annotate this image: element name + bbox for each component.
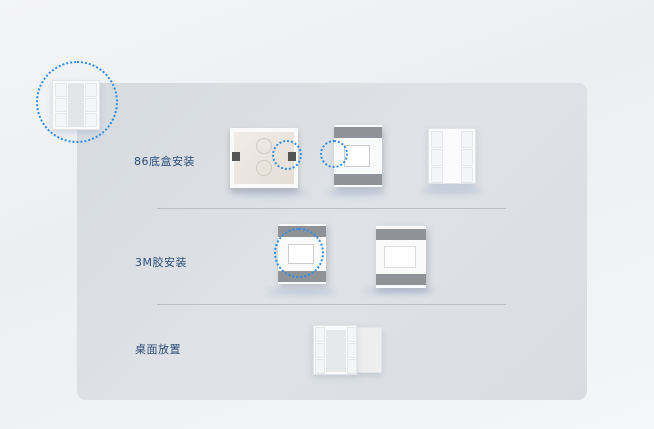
highlight-circle: [320, 140, 348, 168]
switch-desk-stand-image: [313, 325, 357, 375]
highlight-circle: [272, 140, 302, 170]
switch-front-image: [428, 128, 476, 184]
switch-back-image: [356, 327, 382, 373]
switch-panel-image: [52, 80, 100, 130]
method-label-desktop: 桌面放置: [135, 343, 181, 356]
adhesive-plate-peeled-image: [376, 226, 426, 288]
86-box-image: [230, 128, 298, 188]
row-divider: [157, 208, 506, 209]
method-label-3m-adhesive: 3M胶安装: [135, 256, 187, 269]
highlight-circle: [274, 228, 324, 278]
method-label-86-box: 86底盒安装: [134, 155, 195, 168]
highlight-circle: [36, 61, 118, 143]
row-divider: [157, 304, 506, 305]
